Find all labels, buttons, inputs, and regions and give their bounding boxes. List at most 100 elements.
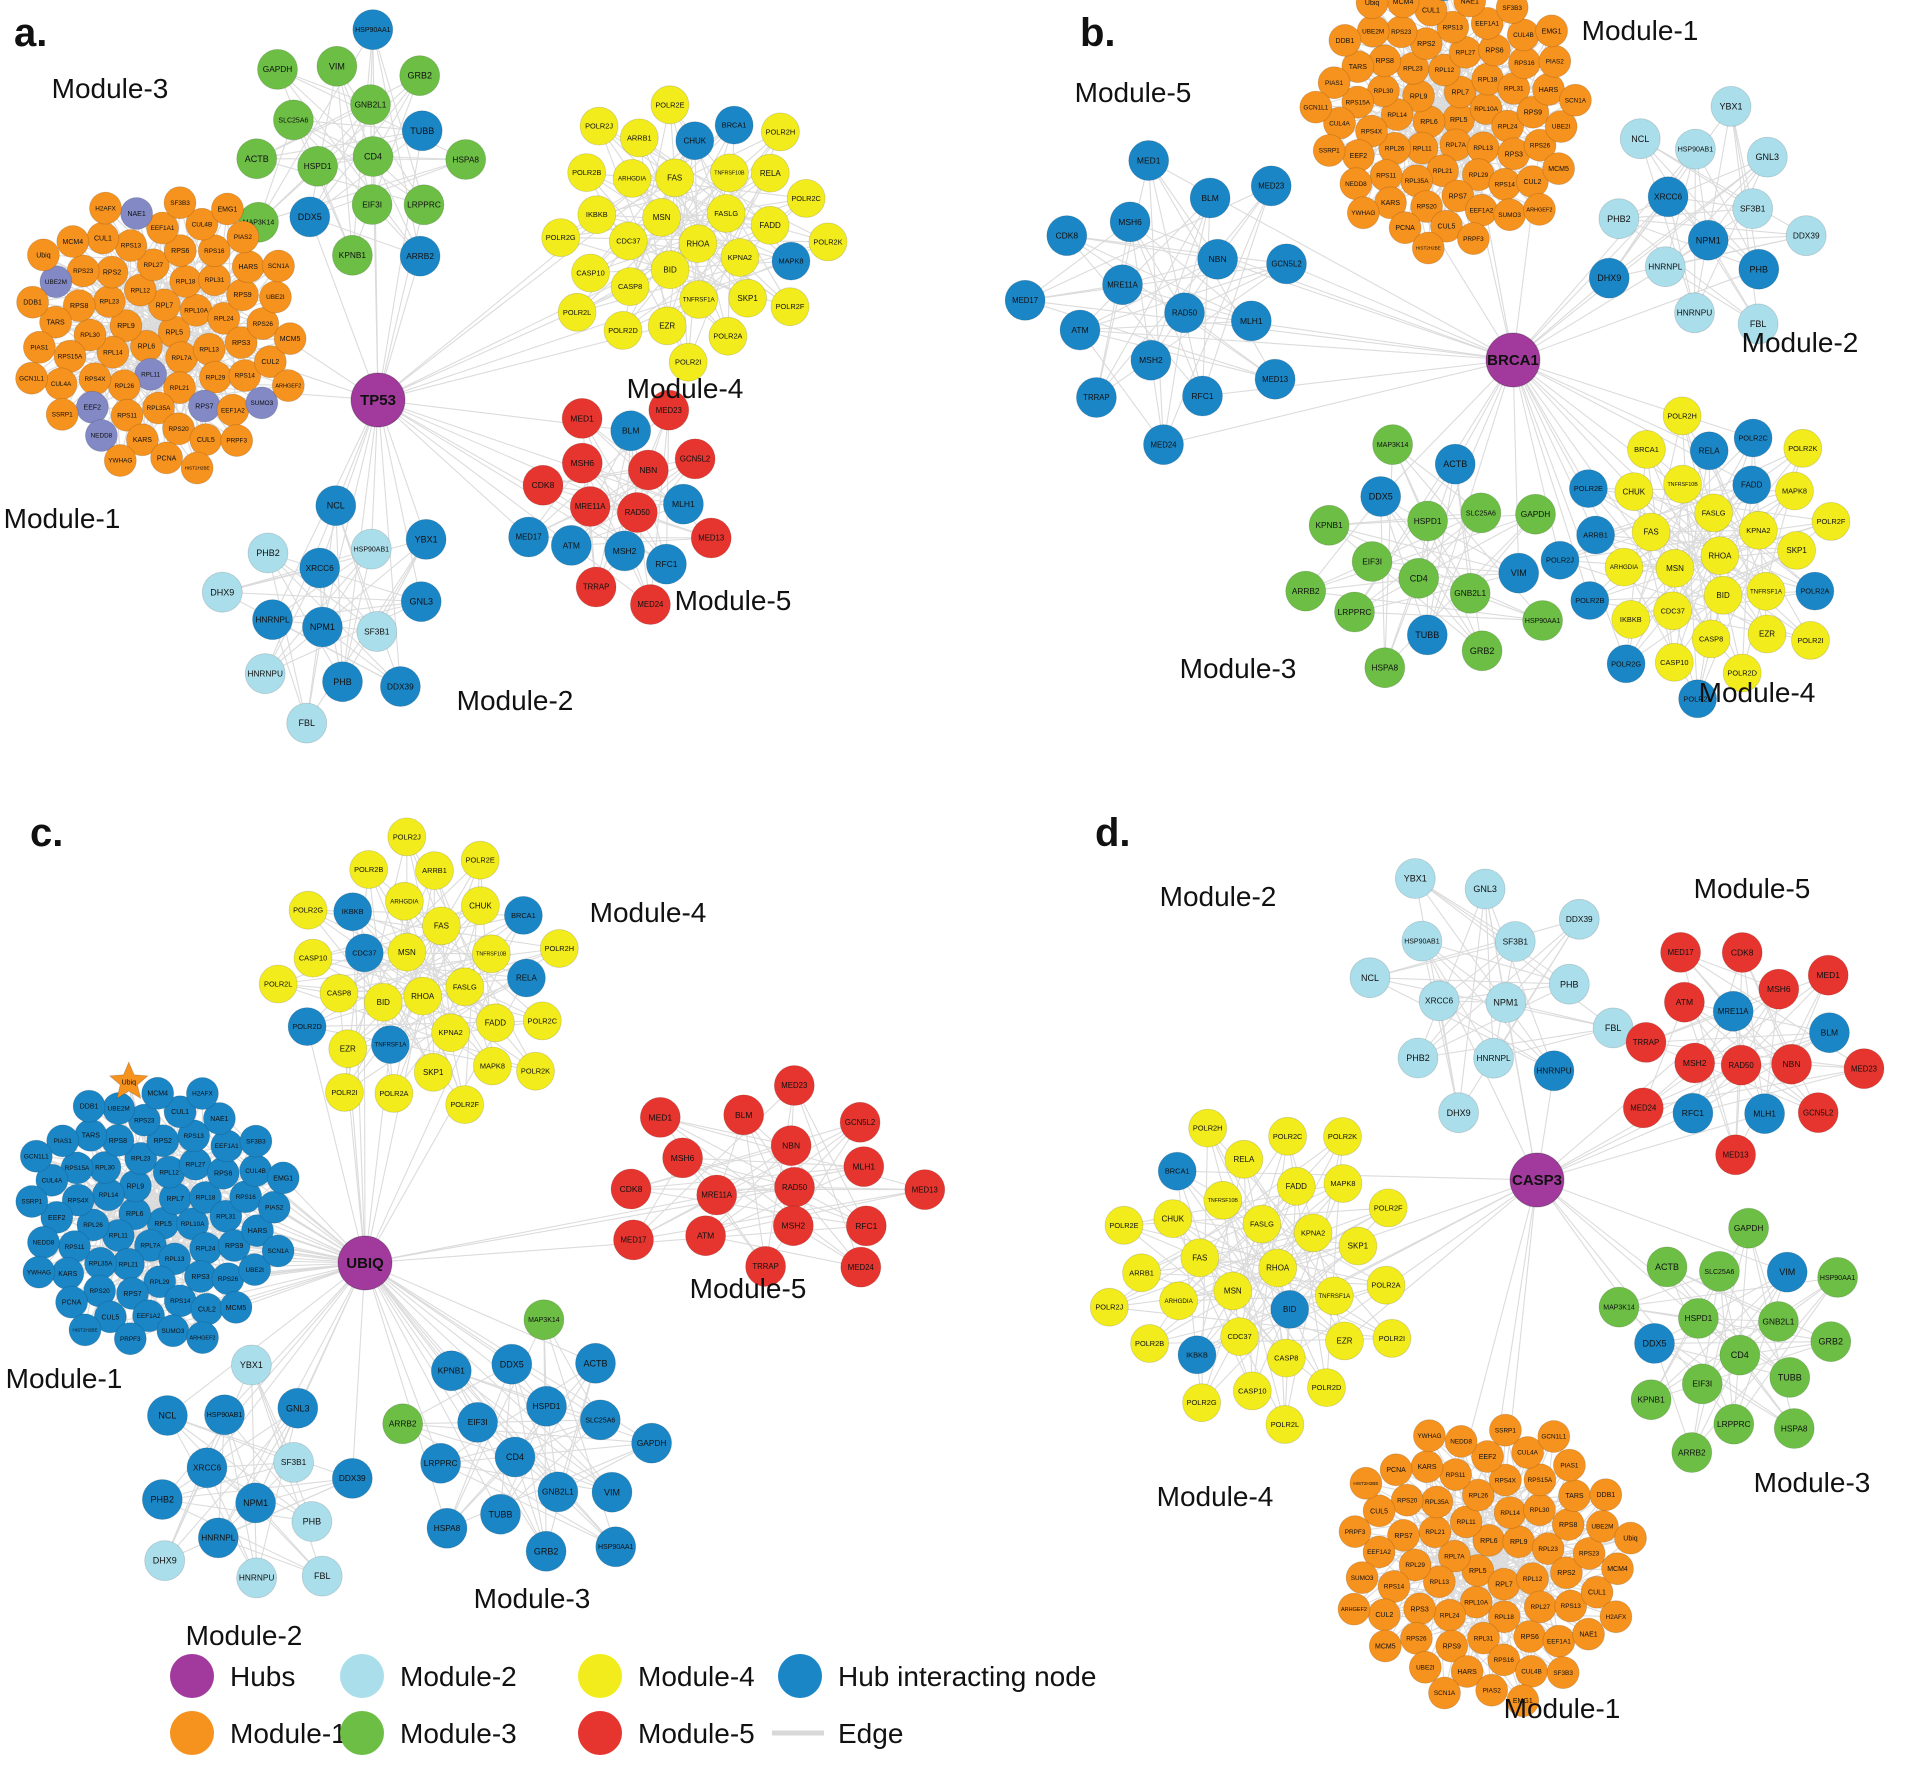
node-MSH6[interactable]: MSH6 <box>1758 968 1800 1010</box>
node-NPM1[interactable]: NPM1 <box>1687 219 1729 261</box>
node-SSRP1[interactable]: SSRP1 <box>15 1185 49 1218</box>
node-ARRB1[interactable]: ARRB1 <box>1122 1253 1161 1293</box>
node-NAE1[interactable]: NAE1 <box>1572 1617 1605 1651</box>
node-CHUK[interactable]: CHUK <box>1614 472 1654 512</box>
node-HSPD1[interactable]: HSPD1 <box>526 1385 567 1427</box>
node-PHB2[interactable]: PHB2 <box>141 1479 183 1520</box>
node-SKP1[interactable]: SKP1 <box>1338 1226 1378 1266</box>
node-CASP10[interactable]: CASP10 <box>571 253 610 293</box>
node-BID[interactable]: BID <box>1703 575 1743 615</box>
node-MAPK8[interactable]: MAPK8 <box>472 1046 512 1086</box>
node-RPL12[interactable]: RPL12 <box>1516 1562 1549 1595</box>
node-GRB2[interactable]: GRB2 <box>1461 630 1503 672</box>
node-VIM[interactable]: VIM <box>591 1471 633 1513</box>
node-ARRB1[interactable]: ARRB1 <box>1576 515 1615 555</box>
node-PHB2[interactable]: PHB2 <box>1397 1037 1439 1079</box>
node-POLR2F[interactable]: POLR2F <box>445 1085 485 1124</box>
node-EZR[interactable]: EZR <box>1325 1321 1364 1361</box>
node-RPL35A[interactable]: RPL35A <box>1420 1485 1454 1519</box>
node-CASP8[interactable]: CASP8 <box>1266 1338 1306 1378</box>
node-HSPA8[interactable]: HSPA8 <box>445 139 487 180</box>
node-PHB2[interactable]: PHB2 <box>247 532 289 574</box>
node-POLR2L[interactable]: POLR2L <box>557 292 597 332</box>
node-POLR2A[interactable]: POLR2A <box>374 1074 414 1113</box>
node-SKP1[interactable]: SKP1 <box>413 1052 453 1092</box>
node-MED17[interactable]: MED17 <box>613 1219 654 1261</box>
node-PRPF3[interactable]: PRPF3 <box>1457 222 1490 256</box>
node-POLR2B[interactable]: POLR2B <box>1130 1324 1169 1363</box>
node-EZR[interactable]: EZR <box>328 1029 368 1069</box>
node-RPL27[interactable]: RPL27 <box>178 1147 212 1181</box>
node-HSP90AA1[interactable]: HSP90AA1 <box>1817 1257 1858 1298</box>
node-MSH2[interactable]: MSH2 <box>604 530 645 572</box>
node-MED24[interactable]: MED24 <box>1622 1087 1664 1129</box>
node-YWHAG[interactable]: YWHAG <box>103 444 137 477</box>
node-KPNB1[interactable]: KPNB1 <box>1630 1379 1672 1421</box>
node-GNB2L1[interactable]: GNB2L1 <box>350 84 391 125</box>
node-RHOA[interactable]: RHOA <box>403 976 443 1016</box>
node-MSH6[interactable]: MSH6 <box>561 442 603 484</box>
node-DDX39[interactable]: DDX39 <box>1558 898 1600 940</box>
node-CASP10[interactable]: CASP10 <box>293 938 333 978</box>
node-FASLG[interactable]: FASLG <box>706 193 746 233</box>
node-MCM4[interactable]: MCM4 <box>141 1076 175 1110</box>
node-GNL3[interactable]: GNL3 <box>277 1387 319 1429</box>
node-NBN[interactable]: NBN <box>627 449 669 491</box>
node-GAPDH[interactable]: GAPDH <box>257 49 298 90</box>
node-SF3B1[interactable]: SF3B1 <box>1494 921 1536 962</box>
node-Ubiq[interactable]: Ubiq <box>27 238 60 272</box>
node-RPL14[interactable]: RPL14 <box>1493 1496 1527 1529</box>
node-BLM[interactable]: BLM <box>610 410 652 452</box>
hub-BRCA1[interactable]: BRCA1 <box>1485 332 1541 388</box>
node-MSN[interactable]: MSN <box>1213 1271 1253 1311</box>
node-FAS[interactable]: FAS <box>655 158 695 198</box>
node-POLR2G[interactable]: POLR2G <box>1606 644 1646 684</box>
node-MCM5[interactable]: MCM5 <box>1542 152 1575 186</box>
node-NBN[interactable]: NBN <box>1771 1043 1812 1085</box>
node-SF3B3[interactable]: SF3B3 <box>1546 1656 1580 1689</box>
node-UBE2M[interactable]: UBE2M <box>1586 1510 1619 1543</box>
node-SCN1A[interactable]: SCN1A <box>262 249 295 283</box>
node-ARHGDIA[interactable]: ARHGDIA <box>612 158 652 198</box>
node-EMG1[interactable]: EMG1 <box>266 1161 300 1195</box>
node-RPL9[interactable]: RPL9 <box>1502 1525 1536 1559</box>
node-RPL10A[interactable]: RPL10A <box>179 293 213 327</box>
node-SLC25A6[interactable]: SLC25A6 <box>1460 492 1502 534</box>
node-GNB2L1[interactable]: GNB2L1 <box>1449 572 1491 614</box>
node-MSH6[interactable]: MSH6 <box>662 1137 703 1179</box>
node-TUBB[interactable]: TUBB <box>1406 614 1448 656</box>
node-VIM[interactable]: VIM <box>316 45 358 87</box>
node-RPS9[interactable]: RPS9 <box>226 278 259 312</box>
node-POLR2G[interactable]: POLR2G <box>1182 1383 1221 1423</box>
node-PIAS2[interactable]: PIAS2 <box>257 1190 291 1224</box>
node-YBX1[interactable]: YBX1 <box>405 519 447 560</box>
node-PHB2[interactable]: PHB2 <box>1598 198 1640 240</box>
node-MED24[interactable]: MED24 <box>630 584 671 625</box>
node-DDX5[interactable]: DDX5 <box>1360 476 1402 517</box>
node-RPL7[interactable]: RPL7 <box>1487 1567 1521 1601</box>
node-ARHGDIA[interactable]: ARHGDIA <box>1604 547 1644 587</box>
node-GAPDH[interactable]: GAPDH <box>631 1422 672 1464</box>
node-EEF2[interactable]: EEF2 <box>1342 139 1375 172</box>
node-MLH1[interactable]: MLH1 <box>843 1146 885 1187</box>
node-RPS14[interactable]: RPS14 <box>1377 1570 1411 1603</box>
node-SLC25A6[interactable]: SLC25A6 <box>1699 1251 1740 1292</box>
node-CDC37[interactable]: CDC37 <box>1220 1317 1259 1356</box>
node-LRPPRC[interactable]: LRPPRC <box>403 184 445 226</box>
node-VIM[interactable]: VIM <box>1766 1251 1808 1293</box>
node-GAPDH[interactable]: GAPDH <box>1728 1207 1769 1249</box>
node-LRPPRC[interactable]: LRPPRC <box>420 1442 462 1484</box>
node-MAPK8[interactable]: MAPK8 <box>1775 471 1814 511</box>
node-MSH2[interactable]: MSH2 <box>1130 339 1172 381</box>
node-PIAS2[interactable]: PIAS2 <box>1538 44 1572 78</box>
node-FAS[interactable]: FAS <box>421 906 461 946</box>
node-IKBKB[interactable]: IKBKB <box>1611 600 1651 639</box>
node-PRPF3[interactable]: PRPF3 <box>220 424 254 457</box>
node-SUMO3[interactable]: SUMO3 <box>1345 1561 1379 1594</box>
node-POLR2H[interactable]: POLR2H <box>1188 1108 1228 1148</box>
node-DDX39[interactable]: DDX39 <box>379 666 421 707</box>
node-TARS[interactable]: TARS <box>1558 1479 1591 1512</box>
node-UBE2I[interactable]: UBE2I <box>258 280 292 314</box>
node-CASP10[interactable]: CASP10 <box>1654 642 1694 682</box>
node-MRE11A[interactable]: MRE11A <box>569 486 611 527</box>
